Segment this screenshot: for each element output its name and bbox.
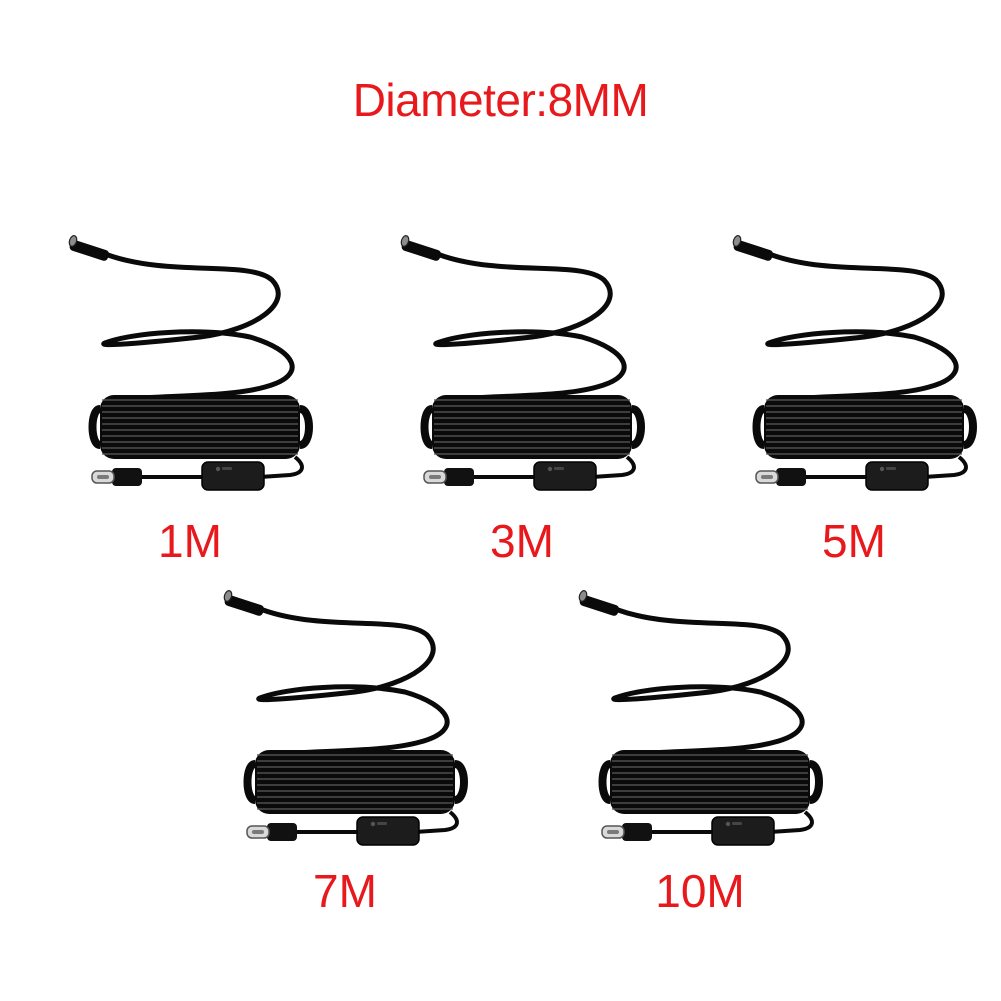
camera-head <box>578 590 620 616</box>
cable-coil <box>420 395 645 459</box>
controller-box <box>356 816 420 846</box>
usb-c-plug <box>91 468 142 486</box>
controller-box <box>201 461 265 491</box>
camera-head <box>68 235 110 261</box>
cable-loop <box>433 252 627 403</box>
product-1m: 1M <box>50 225 330 575</box>
product-5m: 5M <box>714 225 994 575</box>
usb-c-plug <box>246 823 297 841</box>
cable-coil <box>243 750 468 814</box>
cable-coil <box>752 395 977 459</box>
product-3m: 3M <box>382 225 662 575</box>
usb-c-plug <box>755 468 806 486</box>
cable-loop <box>765 252 959 403</box>
camera-head <box>400 235 442 261</box>
usb-c-plug <box>601 823 652 841</box>
length-label: 5M <box>822 515 886 567</box>
length-label: 7M <box>313 865 377 917</box>
cable-coil <box>88 395 313 459</box>
controller-box <box>711 816 775 846</box>
length-label: 10M <box>655 865 745 917</box>
length-label: 1M <box>158 515 222 567</box>
diameter-title: Diameter:8MM <box>352 74 649 126</box>
camera-head <box>223 590 265 616</box>
cable-coil <box>598 750 823 814</box>
cable-loop <box>101 252 295 403</box>
camera-head <box>732 235 774 261</box>
length-label: 3M <box>490 515 554 567</box>
cable-loop <box>256 607 450 758</box>
product-10m: 10M <box>560 580 840 930</box>
product-7m: 7M <box>205 580 485 930</box>
usb-c-plug <box>423 468 474 486</box>
cable-loop <box>611 607 805 758</box>
controller-box <box>533 461 597 491</box>
controller-box <box>865 461 929 491</box>
